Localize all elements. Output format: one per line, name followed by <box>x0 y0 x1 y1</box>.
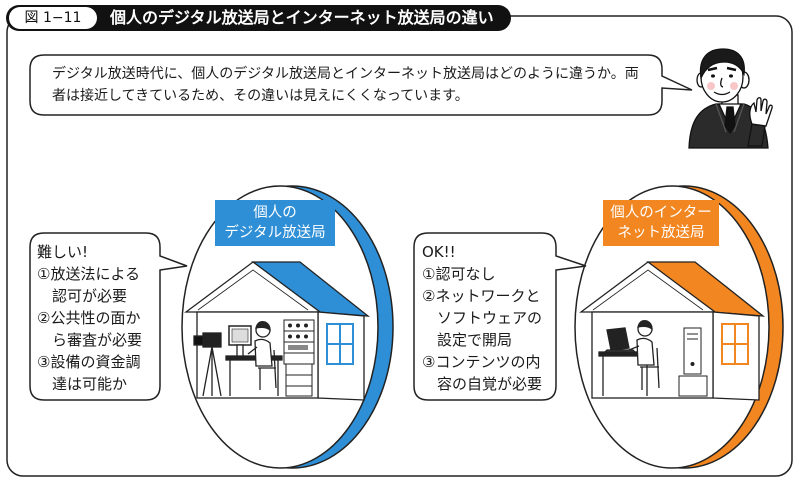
notes-heading: 難しい! <box>37 243 89 261</box>
person-at-desk <box>628 319 660 390</box>
note-line: ①認可なし <box>422 265 496 283</box>
laptop-icon <box>603 327 637 353</box>
house-window <box>326 323 354 365</box>
figure-title: 個人のデジタル放送局とインターネット放送局の違い <box>110 8 494 27</box>
note-line: 設定で開局 <box>437 331 513 349</box>
note-line: 認可が必要 <box>52 287 128 305</box>
label-line: 個人のインター <box>610 205 712 221</box>
camera-icon <box>193 332 222 397</box>
notes-heading: OK!! <box>422 243 456 261</box>
note-line: ③コンテンツの内 <box>422 353 541 371</box>
presenter-icon <box>688 48 773 149</box>
note-line: ら審査が必要 <box>52 331 143 349</box>
digital-station-label: 個人の デジタル放送局 <box>215 200 335 246</box>
internet-station-notes: OK!! ①認可なし ②ネットワークと ソフトウェアの 設定で開局 ③コンテンツ… <box>422 241 542 395</box>
house-window <box>721 323 749 365</box>
house-icon <box>184 261 371 401</box>
pc-tower-icon <box>678 327 708 397</box>
intro-line: デジタル放送時代に、個人のデジタル放送局とインターネット放送局はどのように違うか… <box>52 66 639 82</box>
digital-station-notes: 難しい! ①放送法による 認可が必要 ②公共性の面か ら審査が必要 ③設備の資金… <box>37 241 142 395</box>
note-line: ③設備の資金調 <box>37 353 141 371</box>
note-line: ②ネットワークと <box>422 287 541 305</box>
label-line: 個人の <box>253 205 297 221</box>
label-line: デジタル放送局 <box>224 225 326 241</box>
desk <box>225 355 283 396</box>
note-line: ②公共性の面か <box>37 309 141 327</box>
note-line: 達は可能か <box>52 375 128 393</box>
intro-text: デジタル放送時代に、個人のデジタル放送局とインターネット放送局はどのように違うか… <box>52 63 639 107</box>
note-line: 容の自覚が必要 <box>437 375 543 393</box>
monitor-icon <box>228 325 252 357</box>
intro-speech-bubble <box>29 54 693 116</box>
figure-number: 図 1−11 <box>9 7 97 29</box>
note-line: ソフトウェアの <box>437 309 543 327</box>
person-at-desk <box>247 320 277 390</box>
note-line: ①放送法による <box>37 265 140 283</box>
internet-notes-bubble <box>413 232 587 401</box>
house-icon <box>579 261 766 401</box>
digital-notes-bubble <box>29 232 188 401</box>
intro-line: 者は接近してきているため、その違いは見えにくくなっています。 <box>52 88 469 104</box>
label-line: ネット放送局 <box>617 225 705 241</box>
internet-station-label: 個人のインター ネット放送局 <box>603 200 719 246</box>
studio-equipment-rack <box>283 319 315 397</box>
